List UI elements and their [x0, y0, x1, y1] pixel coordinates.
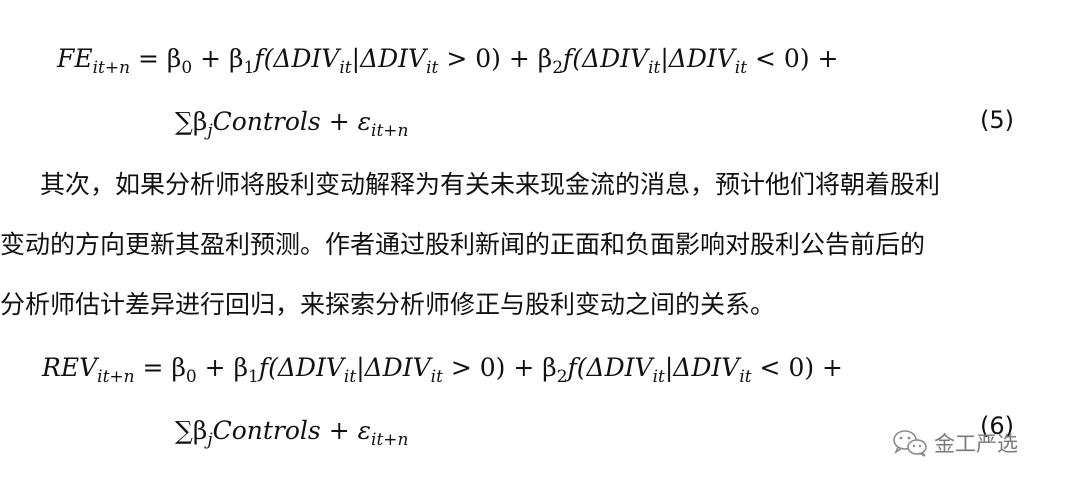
equation-6-number: (6): [980, 412, 1014, 440]
equation-5-line-1: FEit+n = β0 + β1f(ΔDIVit|ΔDIVit > 0) + β…: [57, 44, 839, 78]
equation-6-line-1: REVit+n = β0 + β1f(ΔDIVit|ΔDIVit > 0) + …: [42, 353, 844, 387]
wechat-icon: [892, 428, 928, 458]
equation-5-number: (5): [980, 106, 1014, 134]
equation-5-line-2: ∑βjControls + εit+n: [175, 107, 409, 141]
watermark: 金工严选: [892, 428, 1018, 458]
equation-6-line-2: ∑βjControls + εit+n: [175, 416, 409, 450]
body-paragraph: 其次，如果分析师将股利变动解释为有关未来现金流的消息，预计他们将朝着股利 变动的…: [0, 155, 1070, 335]
paragraph-line-3: 分析师估计差异进行回归，来探索分析师修正与股利变动之间的关系。: [0, 290, 776, 319]
paragraph-line-1: 其次，如果分析师将股利变动解释为有关未来现金流的消息，预计他们将朝着股利: [40, 170, 941, 199]
paragraph-line-2: 变动的方向更新其盈利预测。作者通过股利新闻的正面和负面影响对股利公告前后的: [0, 230, 926, 259]
watermark-text: 金工严选: [934, 432, 1018, 456]
